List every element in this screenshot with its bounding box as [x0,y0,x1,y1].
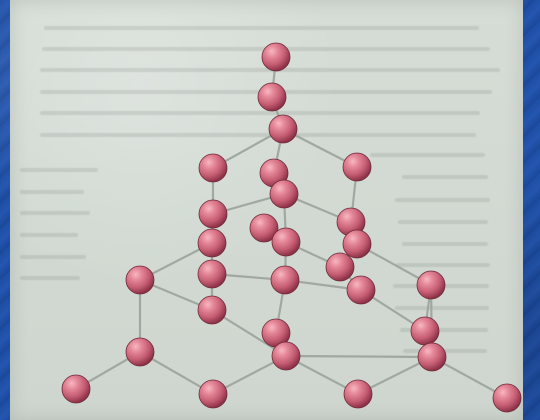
atom-11 [342,229,372,259]
atom-22 [125,337,155,367]
faint-text-line [402,175,488,179]
atom-7 [198,199,228,229]
atom-0 [261,42,291,72]
faint-text-line [400,328,488,332]
atom-6 [269,179,299,209]
faint-text-line [395,198,490,202]
faint-text-line [370,153,485,157]
atom-layer [61,42,522,413]
atom-28 [492,383,522,413]
faint-text-line [395,306,489,310]
atom-1 [257,82,287,112]
atom-8 [249,213,279,243]
atom-18 [416,270,446,300]
bond-30 [210,308,288,358]
faint-text-line [20,233,78,237]
faint-text-line [40,133,476,137]
atom-26 [198,379,228,409]
atom-9 [271,227,301,257]
atom-2 [268,114,298,144]
faint-text-line [40,111,480,115]
faint-text-line [20,276,80,280]
faint-text-line [44,26,479,30]
atom-12 [197,228,227,258]
atom-19 [197,295,227,325]
faint-text-line [20,190,84,194]
faint-text-line [20,168,98,172]
atom-15 [270,265,300,295]
atom-14 [197,259,227,289]
faint-text-line [398,220,488,224]
atom-3 [198,153,228,183]
atom-24 [417,342,447,372]
atom-5 [342,152,372,182]
faint-text-line [396,263,490,267]
atom-27 [343,379,373,409]
atom-21 [410,316,440,346]
atom-25 [61,374,91,404]
faint-text-line [20,211,90,215]
faint-text-line [20,255,86,259]
atom-23 [271,341,301,371]
atom-17 [346,275,376,305]
atom-16 [325,252,355,282]
diamond-lattice-diagram [61,42,522,413]
atom-13 [125,265,155,295]
faint-text-line [402,242,488,246]
scanned-paper [10,0,523,420]
bond-33 [284,354,434,359]
